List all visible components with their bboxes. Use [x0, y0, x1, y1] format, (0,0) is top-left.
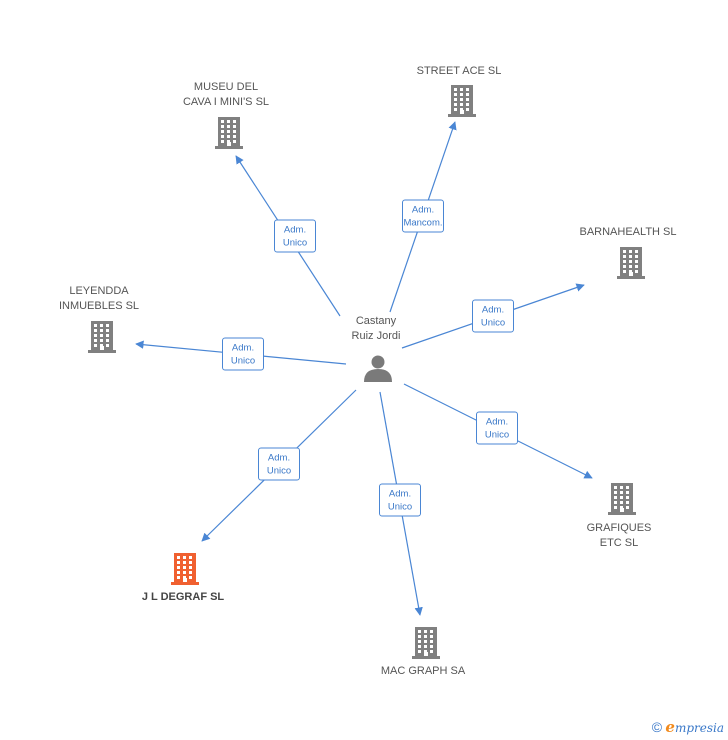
building-icon[interactable]	[215, 117, 243, 149]
footer-brand: © empresia	[652, 718, 724, 736]
edge-label-museu[interactable]: Adm. Unico	[274, 219, 316, 253]
company-label-street[interactable]: STREET ACE SL	[416, 65, 502, 77]
building-icon[interactable]	[171, 553, 199, 585]
company-label-jldegraf[interactable]: J L DEGRAF SL	[141, 591, 225, 603]
company-label-barna[interactable]: BARNAHEALTH SL	[579, 226, 677, 238]
copyright-icon: ©	[651, 719, 663, 735]
company-label-macgraph[interactable]: MAC GRAPH SA	[380, 665, 466, 677]
brand-logo[interactable]: empresia	[665, 718, 724, 736]
center-person-label: Castany Ruiz Jordi	[351, 315, 401, 342]
edge-label-macgraph[interactable]: Adm. Unico	[379, 483, 421, 517]
building-icon[interactable]	[448, 85, 476, 117]
building-icon[interactable]	[88, 321, 116, 353]
edge-label-jldegraf[interactable]: Adm. Unico	[258, 447, 300, 481]
company-label-grafiques[interactable]: GRAFIQUES ETC SL	[586, 522, 652, 549]
building-icon[interactable]	[617, 247, 645, 279]
edge-label-street[interactable]: Adm. Mancom.	[402, 199, 444, 233]
person-icon[interactable]	[364, 355, 392, 383]
company-label-leyendda[interactable]: LEYENDDA INMUEBLES SL	[58, 285, 140, 312]
company-label-museu[interactable]: MUSEU DEL CAVA I MINI'S SL	[182, 81, 270, 108]
edge-label-grafiques[interactable]: Adm. Unico	[476, 411, 518, 445]
building-icon[interactable]	[412, 627, 440, 659]
edge-label-leyendda[interactable]: Adm. Unico	[222, 337, 264, 371]
building-icon[interactable]	[608, 483, 636, 515]
edge-label-barna[interactable]: Adm. Unico	[472, 299, 514, 333]
